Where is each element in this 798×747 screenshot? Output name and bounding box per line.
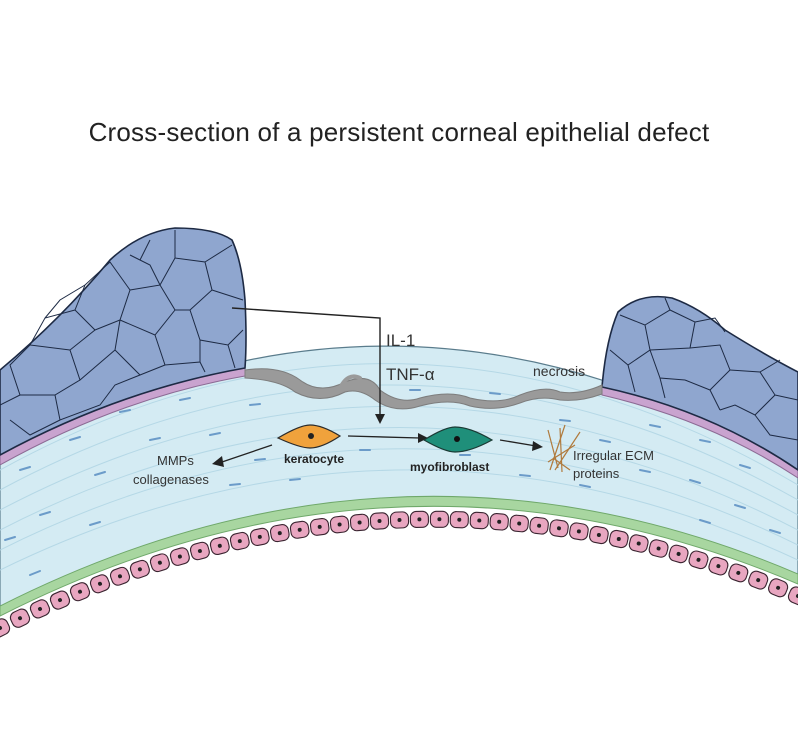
tnf-label: TNF-α: [386, 365, 435, 384]
cytokine-arrow: [231, 307, 381, 420]
endothelial-cell: [369, 512, 390, 530]
endothelial-cell: [688, 550, 709, 570]
endothelial-cell: [668, 544, 689, 564]
epithelium-left-cells: [0, 230, 244, 436]
endothelial-cell: [648, 539, 669, 558]
endothelial-cell: [469, 511, 489, 530]
endothelial-cell: [589, 525, 609, 545]
irregular-ecm-label: Irregular ECM: [573, 448, 654, 463]
endothelial-cell: [109, 566, 131, 586]
endothelial-cell: [249, 527, 270, 547]
endothelial-cell: [569, 522, 589, 541]
endothelial-cell: [169, 547, 190, 566]
endothelial-cell: [0, 618, 11, 638]
proteins-label: proteins: [573, 466, 620, 481]
endothelial-cell: [49, 590, 71, 610]
descemet-membrane: [0, 495, 798, 617]
endothelial-cell: [69, 582, 91, 602]
endothelial-cell: [209, 536, 230, 556]
endothelial-cell: [269, 524, 290, 543]
ecm-fibers-icon: [547, 424, 581, 473]
endothelial-cell: [409, 510, 429, 529]
endothelial-cell: [529, 516, 549, 535]
endothelial-cell: [708, 556, 729, 576]
myofibroblast-label: myofibroblast: [410, 460, 489, 474]
endothelial-cell: [149, 553, 170, 573]
endothelial-cell: [329, 515, 350, 534]
endothelial-cell: [429, 510, 449, 528]
collagenases-label: collagenases: [133, 472, 209, 487]
stroma-lamellae: [0, 363, 798, 571]
epithelium-right: [601, 295, 798, 471]
keratocyte-label: keratocyte: [284, 452, 344, 466]
diagram-title: Cross-section of a persistent corneal ep…: [88, 117, 710, 147]
endothelial-cell: [29, 599, 51, 619]
endothelial-cell: [89, 574, 111, 594]
il1-label: IL-1: [386, 331, 415, 350]
endothelial-cell: [748, 570, 769, 590]
endothelial-cell: [489, 513, 509, 531]
endothelial-cell: [509, 514, 529, 533]
myofibroblast-cell: [422, 426, 494, 453]
necrosis-debris: [244, 368, 603, 410]
endothelial-cell: [768, 578, 789, 598]
endothelial-cell: [608, 529, 629, 549]
endothelial-cell: [728, 563, 749, 583]
keratocyte-cell: [276, 424, 342, 449]
endothelial-cell: [449, 511, 469, 529]
arrow-to-mmps: [221, 444, 273, 463]
endothelial-cell: [628, 534, 649, 553]
endothelium-layer: [0, 510, 798, 638]
endothelial-cell: [549, 519, 569, 538]
endothelial-cell: [349, 513, 370, 532]
endothelial-cell: [9, 608, 31, 628]
arrow-to-ecm: [499, 439, 537, 447]
endothelial-cell: [189, 541, 210, 561]
endothelial-cell: [229, 531, 250, 551]
endothelial-cell: [129, 559, 150, 579]
necrosis-debris-curl: [338, 374, 362, 390]
mmps-label: MMPs: [157, 453, 194, 468]
endothelial-cell: [289, 520, 310, 539]
endothelial-cell: [309, 517, 330, 536]
endothelial-cell: [389, 511, 410, 529]
necrosis-label: necrosis: [533, 363, 585, 379]
epithelium-right-cells: [609, 297, 798, 441]
arrow-to-myofibroblast: [347, 435, 421, 439]
endothelial-cell: [787, 586, 798, 606]
